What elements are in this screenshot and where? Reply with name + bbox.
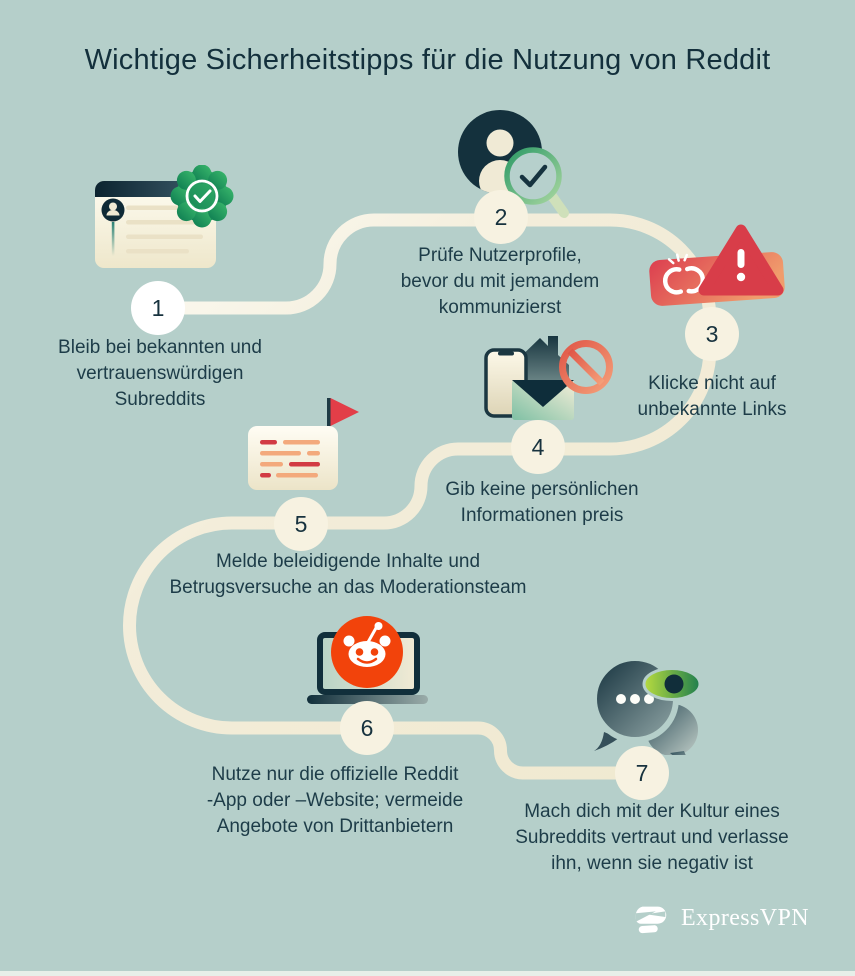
step-number-badge: 3	[685, 307, 739, 361]
step-number-badge: 5	[274, 497, 328, 551]
brand-wordmark: ExpressVPN	[681, 904, 809, 931]
broken-link-warning-icon	[649, 224, 785, 306]
bottom-edge-strip	[0, 971, 855, 976]
report-flag-card-icon	[248, 398, 359, 490]
verified-subreddit-card-icon	[95, 165, 234, 268]
step-label: Prüfe Nutzerprofile, bevor du mit jemand…	[400, 245, 600, 318]
step-label: Bleib bei bekannten und vertrauenswürdig…	[58, 337, 262, 410]
expressvpn-logo-icon	[635, 906, 667, 934]
step-number-badge: 1	[131, 281, 185, 335]
step-label: Klicke nicht auf unbekannte Links	[637, 373, 787, 420]
page-title: Wichtige Sicherheitstipps für die Nutzun…	[84, 44, 771, 76]
brand-footer: ExpressVPN	[633, 899, 809, 937]
step-label: Gib keine persönlichen Informationen pre…	[445, 479, 639, 526]
step-number-badge: 4	[511, 420, 565, 474]
step-label: Melde beleidigende Inhalte und Betrugsve…	[169, 551, 527, 598]
step-label: Mach dich mit der Kultur eines Subreddit…	[515, 801, 789, 874]
step-number-badge: 6	[340, 701, 394, 755]
reddit-laptop-icon	[307, 616, 428, 704]
community-chat-eye-icon	[591, 655, 702, 755]
step-number-badge: 2	[474, 190, 528, 244]
step-number-badge: 7	[615, 746, 669, 800]
personal-info-blocked-icon	[484, 336, 613, 420]
step-label: Nutze nur die offizielle Reddit -App ode…	[206, 764, 464, 837]
